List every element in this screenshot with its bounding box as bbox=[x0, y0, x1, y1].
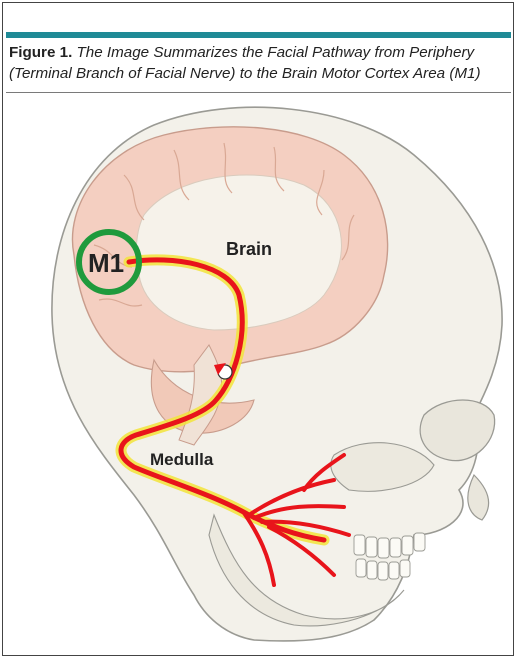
caption-text-1: The Image Summarizes the Facial Pathway … bbox=[77, 44, 475, 61]
head-illustration: M1 Brain Medulla bbox=[4, 95, 514, 655]
brain-label: Brain bbox=[226, 239, 272, 259]
m1-label: M1 bbox=[88, 248, 124, 278]
caption-line-1: Figure 1. The Image Summarizes the Facia… bbox=[9, 42, 511, 63]
orbit-outline bbox=[420, 400, 494, 461]
nasal-outline bbox=[468, 475, 489, 520]
figure-label: Figure 1. bbox=[9, 44, 72, 61]
caption-divider bbox=[6, 92, 511, 93]
caption-text-2: (Terminal Branch of Facial Nerve) to the… bbox=[9, 63, 511, 84]
medulla-label: Medulla bbox=[150, 450, 214, 469]
figure-caption: Figure 1. The Image Summarizes the Facia… bbox=[9, 42, 511, 84]
anatomy-illustration: M1 Brain Medulla bbox=[4, 95, 514, 655]
accent-rule bbox=[6, 32, 511, 38]
